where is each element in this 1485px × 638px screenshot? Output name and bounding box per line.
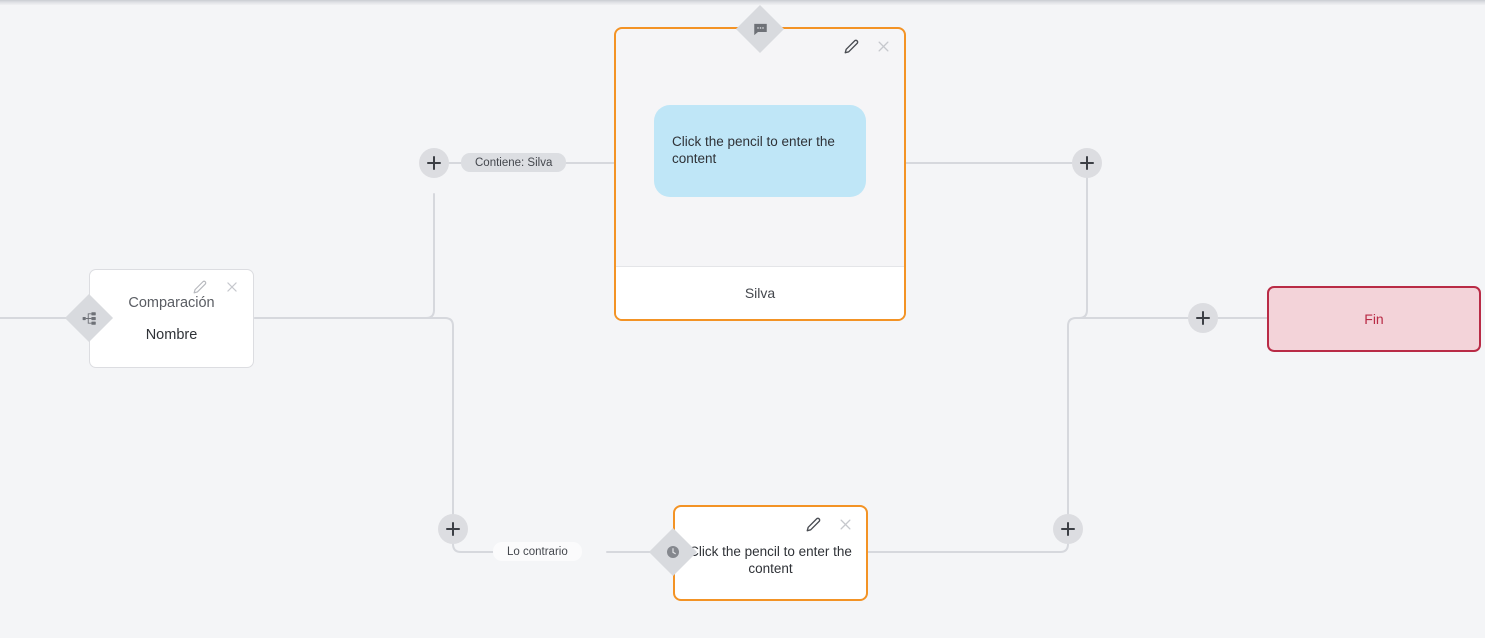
node-comparison[interactable]: Comparación Nombre	[89, 269, 254, 368]
node-message-main-badge[interactable]	[735, 4, 785, 54]
node-message-sub-badge[interactable]	[648, 527, 698, 577]
add-node-button-before-end[interactable]	[1188, 303, 1218, 333]
pencil-icon[interactable]	[191, 278, 209, 296]
message-bubble: Click the pencil to enter the content	[654, 104, 866, 197]
top-edge-shadow	[0, 0, 1485, 5]
pencil-icon[interactable]	[804, 515, 822, 533]
node-comparison-title: Comparación	[128, 294, 215, 311]
add-node-button-after-sub[interactable]	[1053, 514, 1083, 544]
node-end[interactable]: Fin	[1267, 286, 1481, 352]
close-icon[interactable]	[874, 37, 892, 55]
chat-bubble-icon	[751, 20, 769, 38]
close-icon[interactable]	[223, 278, 241, 296]
add-node-button-branch-true[interactable]	[419, 148, 449, 178]
pencil-icon[interactable]	[842, 37, 860, 55]
node-message-main-footer: Silva	[616, 266, 904, 319]
node-message-sub[interactable]: Click the pencil to enter the content	[673, 505, 868, 601]
edge-label-contains[interactable]: Contiene: Silva	[461, 153, 567, 172]
clock-icon	[664, 543, 682, 561]
add-node-button-after-main[interactable]	[1072, 148, 1102, 178]
node-comparison-badge[interactable]	[64, 293, 114, 343]
node-message-main[interactable]: Click the pencil to enter the content Si…	[614, 27, 906, 321]
node-comparison-actions	[191, 278, 241, 296]
edge-label-otherwise[interactable]: Lo contrario	[493, 542, 582, 561]
sitemap-branch-icon	[80, 309, 98, 327]
node-message-main-actions	[842, 37, 892, 55]
add-node-button-branch-false[interactable]	[438, 514, 468, 544]
node-message-main-body: Click the pencil to enter the content	[616, 29, 904, 266]
close-icon[interactable]	[836, 515, 854, 533]
node-message-sub-actions	[804, 515, 854, 533]
node-comparison-subtitle: Nombre	[145, 326, 198, 343]
node-message-sub-text: Click the pencil to enter the content	[689, 543, 852, 576]
